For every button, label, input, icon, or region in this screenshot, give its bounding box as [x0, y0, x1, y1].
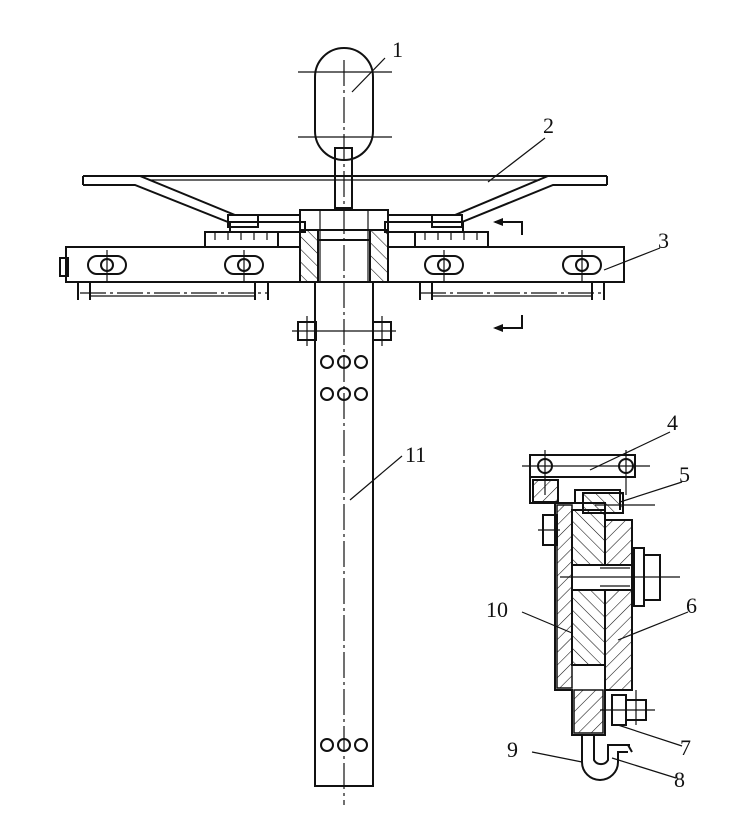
label-1: 1 [392, 37, 403, 62]
label-8: 8 [674, 767, 685, 792]
label-6: 6 [686, 593, 697, 618]
detail-view [522, 450, 680, 781]
label-5: 5 [679, 462, 690, 487]
label-3: 3 [658, 228, 669, 253]
left-arm [59, 221, 306, 300]
right-arm [384, 221, 625, 300]
part-2-cover-plate [82, 175, 608, 228]
leader-lines [349, 57, 689, 779]
label-11: 11 [405, 442, 426, 467]
section-arrows [493, 218, 523, 332]
label-4: 4 [667, 410, 678, 435]
part-11-column [292, 281, 396, 787]
label-7: 7 [680, 735, 691, 760]
label-9: 9 [507, 737, 518, 762]
part-1-knob [298, 47, 392, 209]
label-2: 2 [543, 113, 554, 138]
label-10: 10 [486, 597, 508, 622]
